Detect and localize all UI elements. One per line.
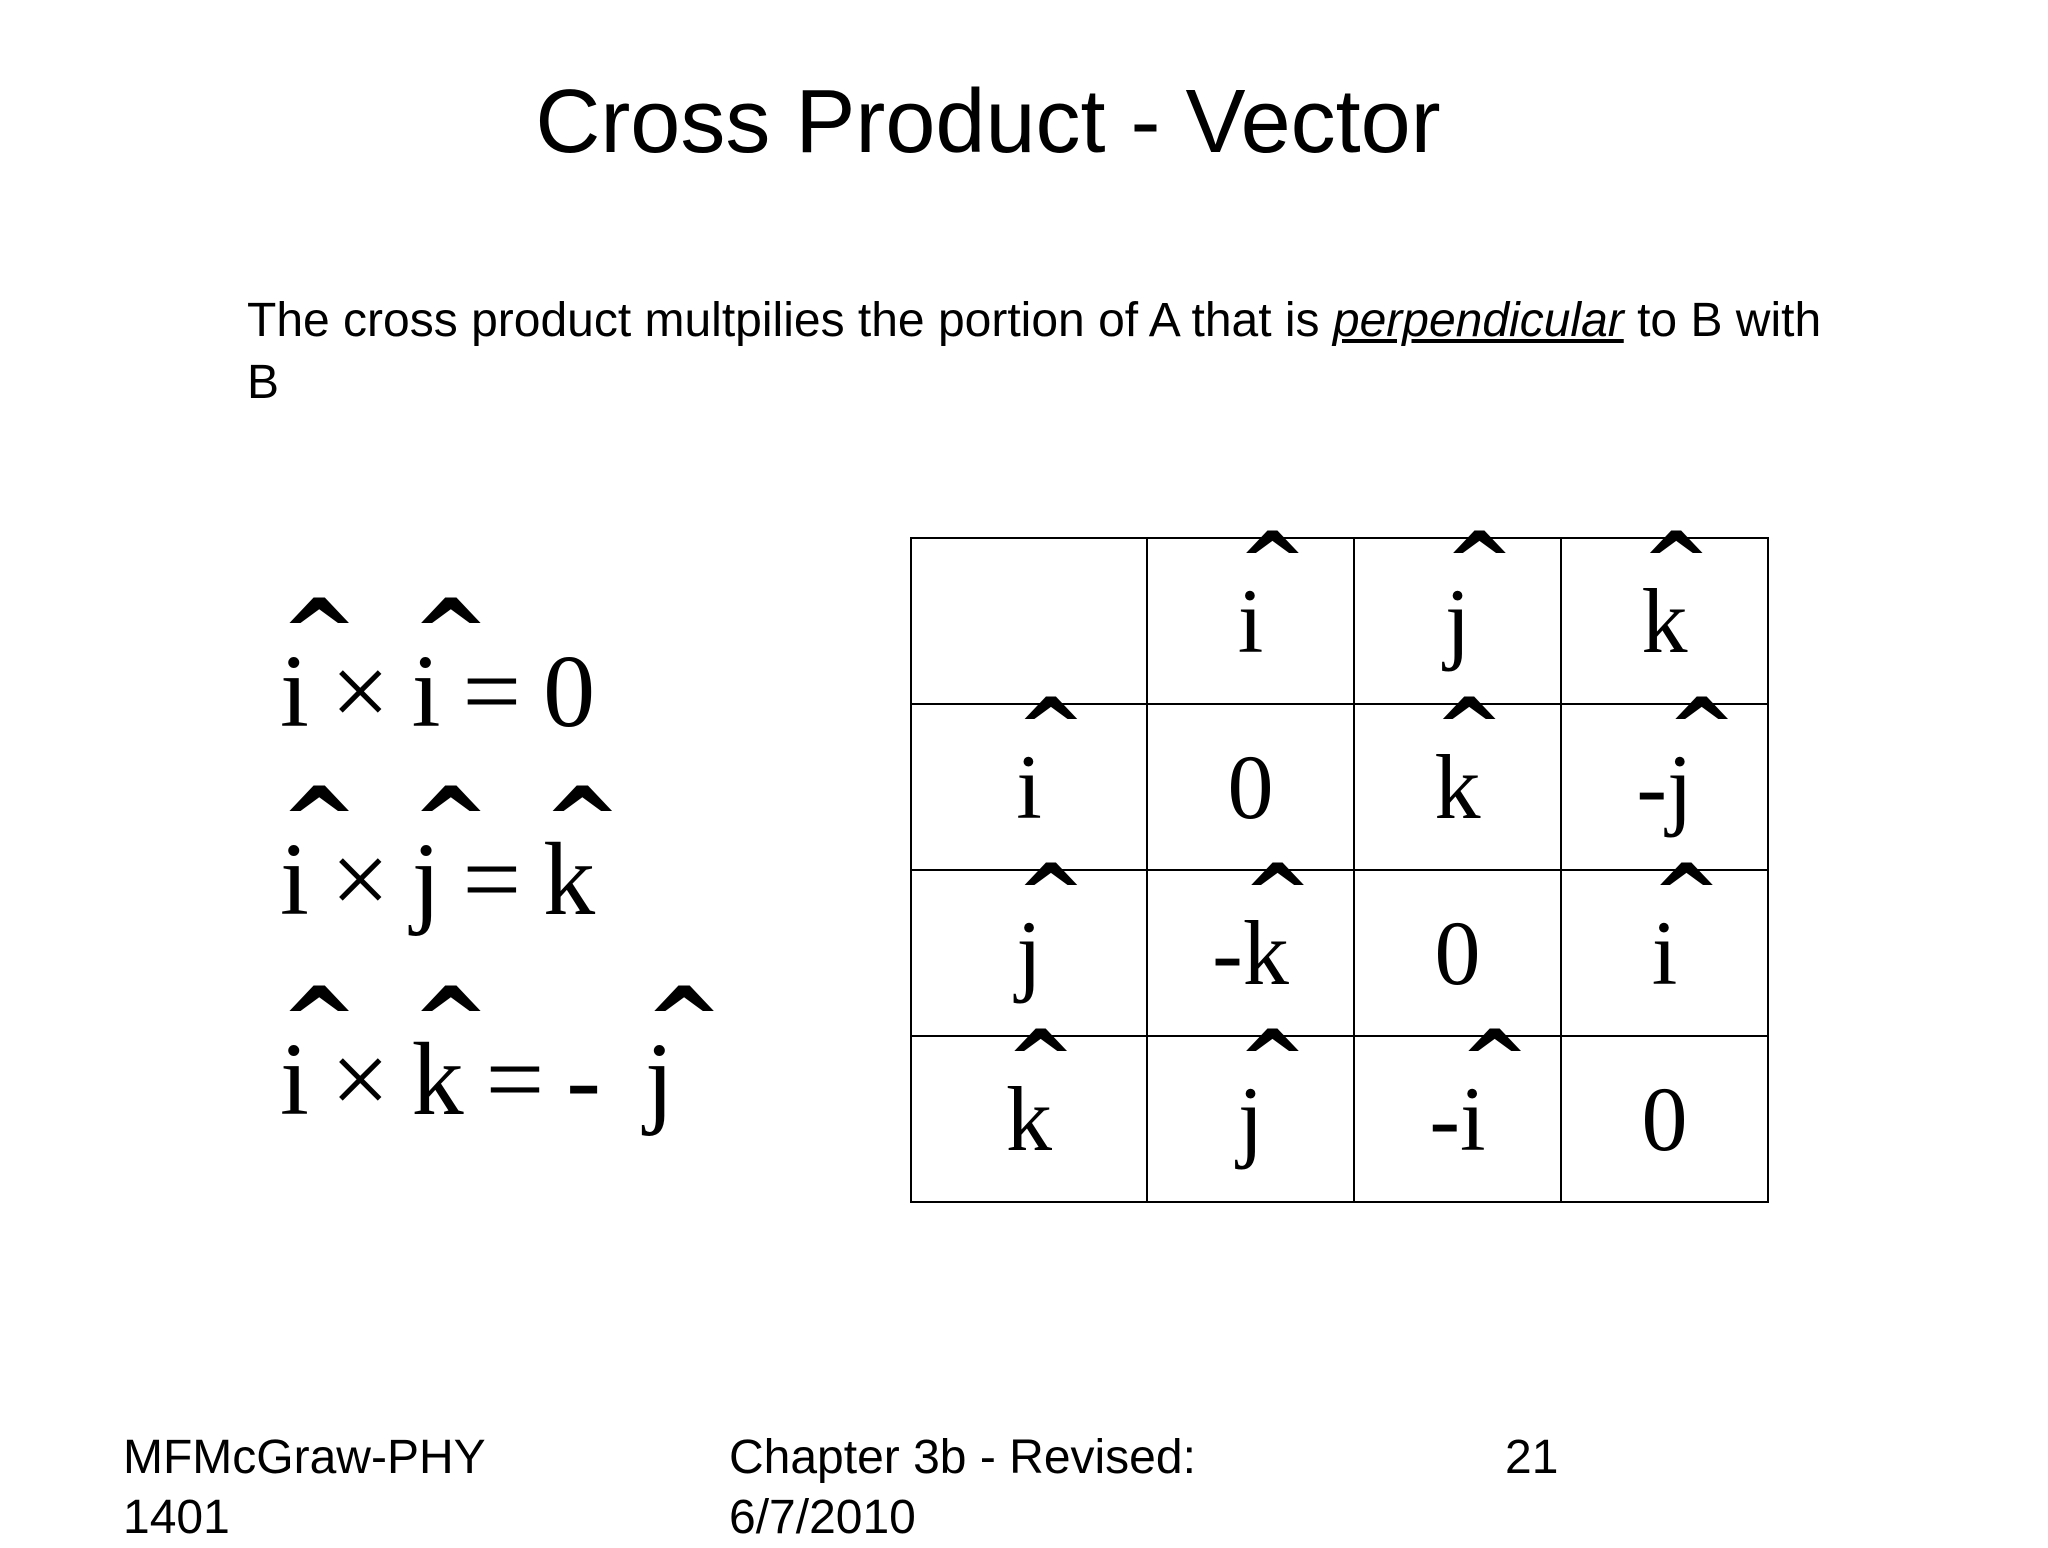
cell-value: 0	[1641, 1068, 1688, 1170]
eq3-negation: -	[566, 1022, 601, 1137]
page-number: 21	[1505, 1431, 1559, 1484]
header-unit-vector: j	[1445, 522, 1471, 674]
body-text-emphasis: perpendicular	[1332, 294, 1624, 347]
eq3-result: j	[645, 976, 674, 1132]
eq2-right-operand: j	[412, 776, 441, 932]
table-cell: 0	[1353, 869, 1562, 1037]
table-header-cell: j	[1353, 522, 1562, 705]
row-label-cell: j	[910, 854, 1148, 1037]
row-unit-vector: k	[1006, 1020, 1052, 1172]
body-text-after: to B with B	[247, 294, 1822, 409]
cell-value: i	[1652, 854, 1678, 1006]
header-unit-vector: i	[1238, 522, 1264, 674]
cell-value: i	[1460, 1020, 1486, 1172]
table-cell: k	[1353, 688, 1562, 871]
table-cell: -i	[1353, 1020, 1562, 1203]
cell-value: k	[1435, 688, 1481, 840]
eq1-right-operand: i	[412, 588, 441, 744]
equation-1: i×i=0	[280, 588, 596, 749]
cell-value: 0	[1434, 902, 1481, 1004]
cell-value: j	[1667, 688, 1693, 840]
cell-negation: -	[1212, 902, 1243, 1004]
eq1-left-operand: i	[280, 588, 309, 744]
eq2-result: k	[543, 776, 595, 932]
eq2-left-operand: i	[280, 776, 309, 932]
table-cell: 0	[1560, 1035, 1769, 1203]
table-row: i 0 k -j	[910, 688, 1769, 871]
footer-chapter: Chapter 3b - Revised: 6/7/2010	[729, 1431, 1196, 1544]
body-text-before: The cross product multpilies the portion…	[247, 294, 1333, 347]
footer-author: MFMcGraw-PHY 1401	[123, 1431, 485, 1544]
row-unit-vector: i	[1016, 688, 1042, 840]
cross-product-table: i j k i 0 k -j j -k 0 i k j -i 0	[910, 522, 1769, 1203]
header-unit-vector: k	[1642, 522, 1688, 674]
table-header-row: i j k	[910, 522, 1769, 705]
table-cell: i	[1560, 854, 1769, 1037]
table-row: j -k 0 i	[910, 854, 1769, 1037]
cell-value: j	[1238, 1020, 1264, 1172]
cell-value: k	[1243, 854, 1289, 1006]
cell-negation: -	[1636, 736, 1668, 838]
table-row: k j -i 0	[910, 1020, 1769, 1203]
table-header-cell: i	[1146, 522, 1355, 705]
table-cell: -k	[1146, 854, 1355, 1037]
eq3-right-operand: k	[412, 976, 464, 1132]
slide-title: Cross Product - Vector	[535, 72, 1441, 172]
eq1-result: 0	[543, 634, 596, 749]
eq3-left-operand: i	[280, 976, 309, 1132]
cell-negation: -	[1429, 1068, 1461, 1170]
row-label-cell: i	[910, 688, 1148, 871]
table-cell: j	[1146, 1020, 1355, 1203]
body-text: The cross product multpilies the portion…	[247, 290, 1847, 414]
table-cell: 0	[1146, 703, 1355, 871]
row-label-cell: k	[910, 1020, 1148, 1203]
eq3-equals: =	[485, 1022, 545, 1137]
row-unit-vector: j	[1016, 854, 1042, 1006]
cell-value: 0	[1227, 736, 1274, 838]
equation-3: i×k=-j	[280, 976, 674, 1132]
table-corner-cell	[910, 537, 1148, 705]
equation-2: i×j=k	[280, 776, 595, 932]
table-header-cell: k	[1560, 522, 1769, 705]
